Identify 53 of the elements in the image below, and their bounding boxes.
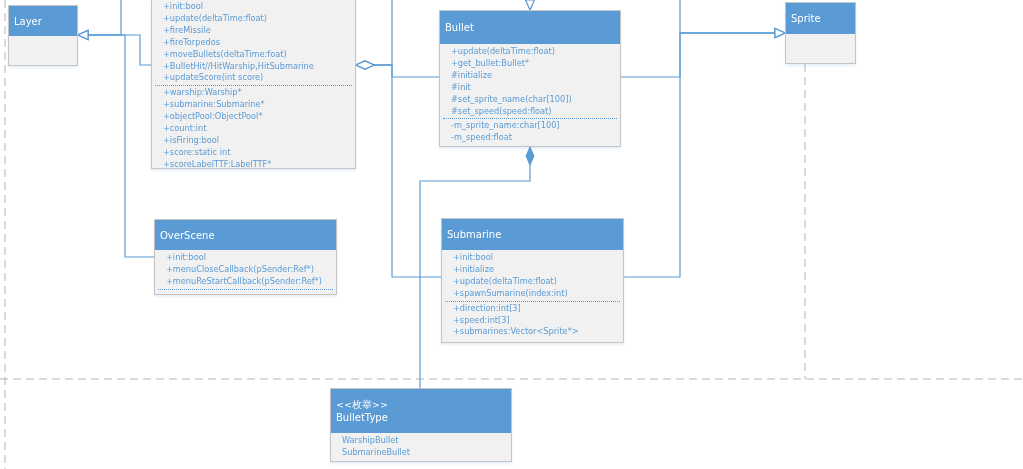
member-text: #init xyxy=(450,81,472,94)
class-box xyxy=(439,10,621,147)
inheritance-arrow xyxy=(679,0,786,39)
member-text: +update(deltaTime:float) xyxy=(162,12,269,25)
stereotype-text: <<枚举>> xyxy=(336,398,389,411)
member-text: #initialize xyxy=(450,69,493,82)
member-text: +speed:int[3] xyxy=(452,314,511,327)
member-text: +get_bullet:Bullet* xyxy=(450,57,531,70)
member-text: +direction:int[3] xyxy=(452,302,522,315)
member-text: +fireTorpedos xyxy=(162,36,221,49)
member-text: +menuCloseCallback(pSender:Ref*) xyxy=(165,263,315,276)
member-text: -m_sprite_name:char[100] xyxy=(450,120,561,133)
member-text: +updateScore(int score) xyxy=(162,72,265,85)
class-name: Layer xyxy=(14,14,43,28)
member-text: +init:bool xyxy=(162,1,205,13)
class-box xyxy=(8,5,78,66)
member-text: +moveBullets(deltaTime:foat) xyxy=(162,48,288,61)
member-text: +objectPool:ObjectPool* xyxy=(162,111,264,124)
class-box xyxy=(154,219,337,295)
member-text: +submarines:Vector<Sprite*> xyxy=(452,326,580,339)
member-text: +warship:Warship* xyxy=(162,87,243,100)
member-text: +init:bool xyxy=(452,252,495,264)
member-text: +BulletHit//HitWarship,HitSubmarine xyxy=(162,60,315,73)
member-text: +initialize xyxy=(452,263,495,276)
member-text: WarshipBullet xyxy=(341,435,400,447)
member-text: +update(deltaTime:float) xyxy=(450,46,557,58)
class-box xyxy=(151,0,356,169)
aggregation-line xyxy=(355,0,393,70)
class-name: Submarine xyxy=(447,228,503,241)
class-box xyxy=(441,218,624,343)
class-box xyxy=(785,2,856,64)
member-text: +spawnSumarine(index:int) xyxy=(452,287,569,300)
member-text: +menuReStartCallback(pSender:Ref*) xyxy=(165,275,323,288)
member-text: +score:static int xyxy=(162,146,232,159)
member-text: +scoreLabelTTF:LabelTTF* xyxy=(162,158,273,171)
class-name: Bullet xyxy=(445,21,475,34)
class-box xyxy=(330,388,512,462)
member-text: #set_speed(speed:float) xyxy=(450,105,553,118)
member-text: +submarine:Submarine* xyxy=(162,99,266,112)
inheritance-arrow xyxy=(524,0,536,11)
class-name: Sprite xyxy=(791,12,822,25)
member-text: +fireMissile xyxy=(162,24,212,37)
class-name: OverScene xyxy=(160,228,216,242)
member-text: SubmarineBullet xyxy=(341,446,412,459)
member-text: +isFiring:bool xyxy=(162,134,221,147)
member-text: +update(deltaTime:float) xyxy=(452,275,559,288)
member-text: +init:bool xyxy=(165,252,208,264)
inheritance-arrow xyxy=(77,0,122,41)
member-text: #set_sprite_name(char[100]) xyxy=(450,93,573,106)
member-text: +count:int xyxy=(162,123,208,135)
member-text: -m_speed:float xyxy=(450,132,513,145)
composition-line xyxy=(419,146,535,389)
class-name: BulletType xyxy=(336,411,389,424)
